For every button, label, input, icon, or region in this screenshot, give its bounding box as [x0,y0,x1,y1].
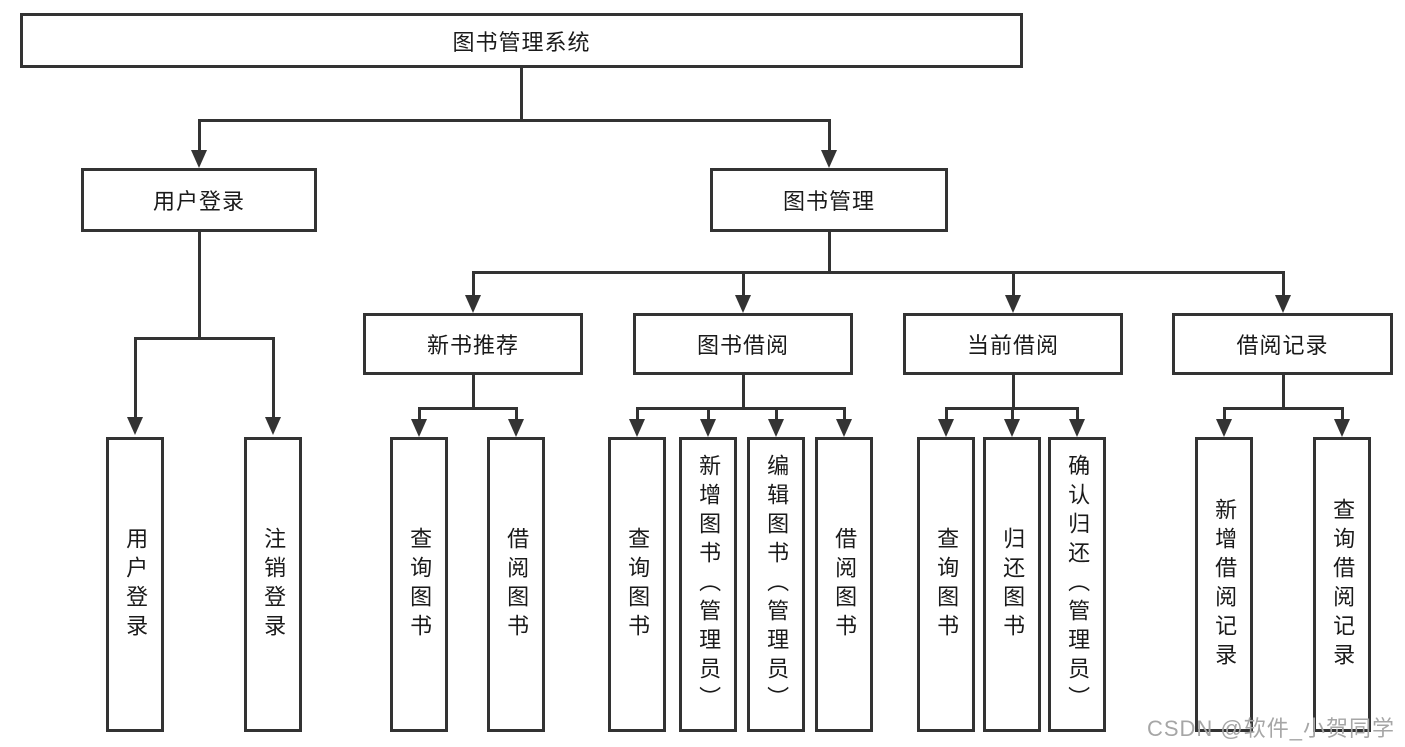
node-leaf-borrow-book-recommend: 借阅图书 [487,437,545,732]
node-leaf-add-borrow-record: 新增借阅记录 [1195,437,1253,732]
arrow-down-icon [411,419,427,437]
arrow-down-icon [465,295,481,313]
connector-line [1223,407,1343,410]
node-book-management: 图书管理 [710,168,948,232]
connector-line [1282,375,1285,407]
arrow-down-icon [127,417,143,435]
arrow-down-icon [1275,295,1291,313]
node-leaf-borrow-book: 借阅图书 [815,437,873,732]
node-leaf-query-book-recommend: 查询图书 [390,437,448,732]
connector-line [134,337,137,419]
connector-line [134,337,274,340]
connector-line [742,375,745,407]
arrow-down-icon [265,417,281,435]
connector-line [636,407,639,421]
connector-line [198,119,201,152]
connector-line [1223,407,1226,421]
connector-line [1012,375,1015,407]
connector-line [418,407,517,410]
node-book-borrow: 图书借阅 [633,313,853,375]
arrow-down-icon [821,150,837,168]
arrow-down-icon [1069,419,1085,437]
node-new-book-recommend: 新书推荐 [363,313,583,375]
node-leaf-query-borrow-record: 查询借阅记录 [1313,437,1371,732]
arrow-down-icon [1005,295,1021,313]
arrow-down-icon [768,419,784,437]
arrow-down-icon [836,419,852,437]
connector-line [515,407,518,421]
connector-line [828,232,831,271]
connector-line [418,407,421,421]
node-leaf-query-current: 查询图书 [917,437,975,732]
arrow-down-icon [1004,419,1020,437]
connector-line [1012,271,1015,297]
arrow-down-icon [508,419,524,437]
connector-line [272,337,275,419]
arrow-down-icon [938,419,954,437]
node-leaf-logout: 注销登录 [244,437,302,732]
node-leaf-edit-book-admin: 编辑图书（管理员） [747,437,805,732]
connector-line [945,407,948,421]
arrow-down-icon [1334,419,1350,437]
arrow-down-icon [1216,419,1232,437]
node-leaf-return-book: 归还图书 [983,437,1041,732]
watermark: CSDN @软件_小贺同学 [1146,716,1395,741]
node-leaf-add-book-admin: 新增图书（管理员） [679,437,737,732]
connector-line [1076,407,1079,421]
connector-line [1282,271,1285,297]
arrow-down-icon [629,419,645,437]
connector-line [1341,407,1344,421]
node-leaf-query-book: 查询图书 [608,437,666,732]
arrow-down-icon [700,419,716,437]
node-library-system: 图书管理系统 [20,13,1023,68]
connector-line [1011,407,1014,421]
node-leaf-confirm-return-admin: 确认归还（管理员） [1048,437,1106,732]
connector-line [742,271,745,297]
connector-line [520,68,523,119]
node-current-borrow: 当前借阅 [903,313,1123,375]
connector-line [198,119,830,122]
node-user-login: 用户登录 [81,168,317,232]
connector-line [636,407,845,410]
connector-line [707,407,710,421]
connector-line [472,375,475,407]
arrow-down-icon [735,295,751,313]
connector-line [472,271,475,297]
connector-line [472,271,1284,274]
connector-line [828,119,831,152]
connector-line [843,407,846,421]
connector-line [198,232,201,337]
node-borrow-record: 借阅记录 [1172,313,1393,375]
connector-line [775,407,778,421]
arrow-down-icon [191,150,207,168]
node-leaf-user-login: 用户登录 [106,437,164,732]
